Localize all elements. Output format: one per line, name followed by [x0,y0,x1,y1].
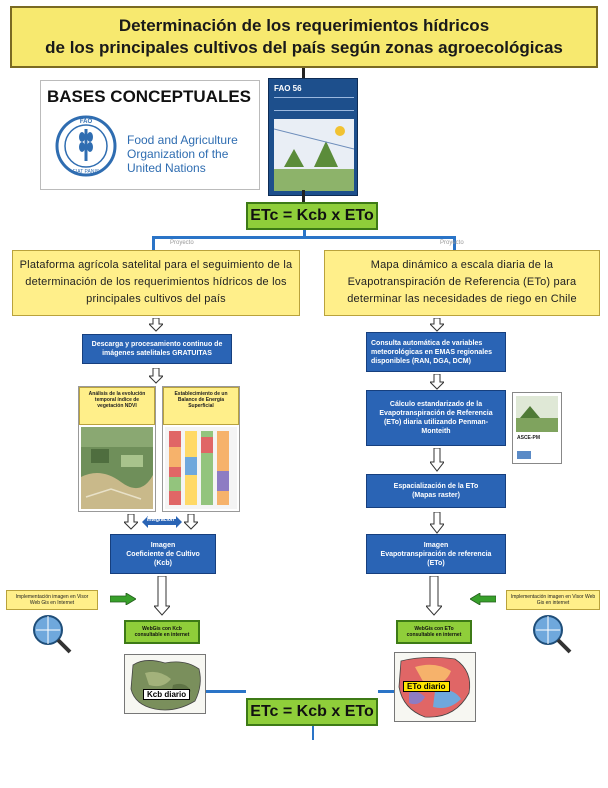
eto-box-line-3: (ETo) [427,559,445,567]
kcb-box-line-3: (Kcb) [154,559,172,567]
right-step-consulta: Consulta automática de variables meteoro… [366,332,506,372]
ndvi-panel: Análisis de la evolución temporal índice… [78,386,156,512]
right-webgis-box: WebGis con ETo consultable en internet [396,620,472,644]
fao-name: Food and Agriculture Organization of the… [127,133,238,175]
split-bar [152,236,456,239]
asce-book-cover: ASCE-PM [512,392,562,464]
ndvi-panel-caption: Análisis de la evolución temporal índice… [79,387,155,425]
energy-balance-panel: Establecimiento de un Balance de Energía… [162,386,240,512]
espacializacion-line-2: (Mapas raster) [412,492,460,499]
fao-name-line-1: Food and Agriculture [127,133,238,147]
bases-heading: BASES CONCEPTUALES [47,87,252,106]
espacializacion-line-1: Espacialización de la ETo [393,483,479,490]
kcb-box-line-2: Coeficiente de Cultivo [126,550,200,558]
right-step-calculo: Cálculo estandarizado de la Evapotranspi… [366,390,506,446]
title-line-1: Determinación de los requerimientos hídr… [118,16,490,35]
left-arrow-2 [147,367,165,389]
left-step-download: Descarga y procesamiento continuo de imá… [82,334,232,364]
fao56-book-label: FAO 56 [274,84,302,93]
integration-arrow-icon [142,515,182,528]
kcb-image-box: Imagen Coeficiente de Cultivo (Kcb) [110,534,216,574]
ndvi-image [81,427,153,509]
left-arrow-1 [147,317,165,337]
left-arrow-to-web [152,575,172,621]
right-impl-box: Implementación imagen en Visor Web Gis e… [506,590,600,610]
formula-bottom: ETc = Kcb x ETo [246,698,378,726]
left-globe-search-icon [30,612,74,656]
book-title-lines [274,97,354,111]
fao-logo-text: FAO [80,119,93,125]
left-impl-arrow-icon [109,592,137,606]
fao-name-line-2: Organization of the [127,147,229,161]
book-figure [273,119,355,191]
right-impl-arrow-icon [469,592,497,606]
right-proyecto-label: Proyecto [440,240,464,246]
split-stem [303,230,306,238]
title-line-2: de los principales cultivos del país seg… [45,38,563,57]
fao-logo-icon: FAO FIAT PANIS [55,115,117,177]
left-impl-box: Implementación imagen en Visor Web Gis e… [6,590,98,610]
formula-top: ETc = Kcb x ETo [246,202,378,230]
asce-book-figure [516,396,558,432]
kcb-map-image: Kcb diario [124,654,206,714]
eto-map-image: ETo diario [394,652,476,722]
right-step-espacializacion: Espacialización de la ETo (Mapas raster) [366,474,506,508]
bases-panel: BASES CONCEPTUALES FAO FIAT PANIS Food a… [40,80,260,190]
eto-image-box: Imagen Evapotranspiración de referencia … [366,534,506,574]
kcb-box-line-1: Imagen [150,541,176,549]
kcb-map-label: Kcb diario [143,689,191,700]
right-globe-search-icon [530,612,574,656]
left-project-box: Plataforma agrícola satelital para el se… [12,250,300,316]
left-arrow-ndvi [122,513,140,535]
right-arrow-2 [428,373,446,395]
split-left-drop [152,236,155,250]
asce-book-label: ASCE-PM [517,435,541,441]
split-right-drop [453,236,456,250]
fao-logo-motto: FIAT PANIS [73,169,100,175]
formula-bottom-tail [312,726,314,740]
bottom-right-connector [378,690,394,693]
right-project-box: Mapa dinámico a escala diaria de la Evap… [324,250,600,316]
left-proyecto-label: Proyecto [170,240,194,246]
integration-label: Integración [147,517,174,523]
right-arrow-4 [428,511,446,539]
right-arrow-1 [428,317,446,337]
bases-connector [302,190,305,202]
fao-name-line-3: United Nations [127,161,206,175]
fao56-book-cover: FAO 56 [268,78,358,196]
right-arrow-to-web [424,575,444,621]
asce-logo-icon [517,451,531,459]
left-arrow-energy [182,513,200,535]
left-webgis-box: WebGis con Kcb consultable en internet [124,620,200,644]
energy-image [165,427,237,509]
bottom-left-connector [206,690,246,693]
energy-panel-caption: Establecimiento de un Balance de Energía… [163,387,239,425]
eto-map-label: ETo diario [403,681,450,692]
title-connector [302,68,305,80]
eto-box-line-2: Evapotranspiración de referencia [380,550,492,558]
right-arrow-3 [428,447,446,477]
diagram-title: Determinación de los requerimientos hídr… [10,6,598,68]
eto-box-line-1: Imagen [423,541,449,549]
